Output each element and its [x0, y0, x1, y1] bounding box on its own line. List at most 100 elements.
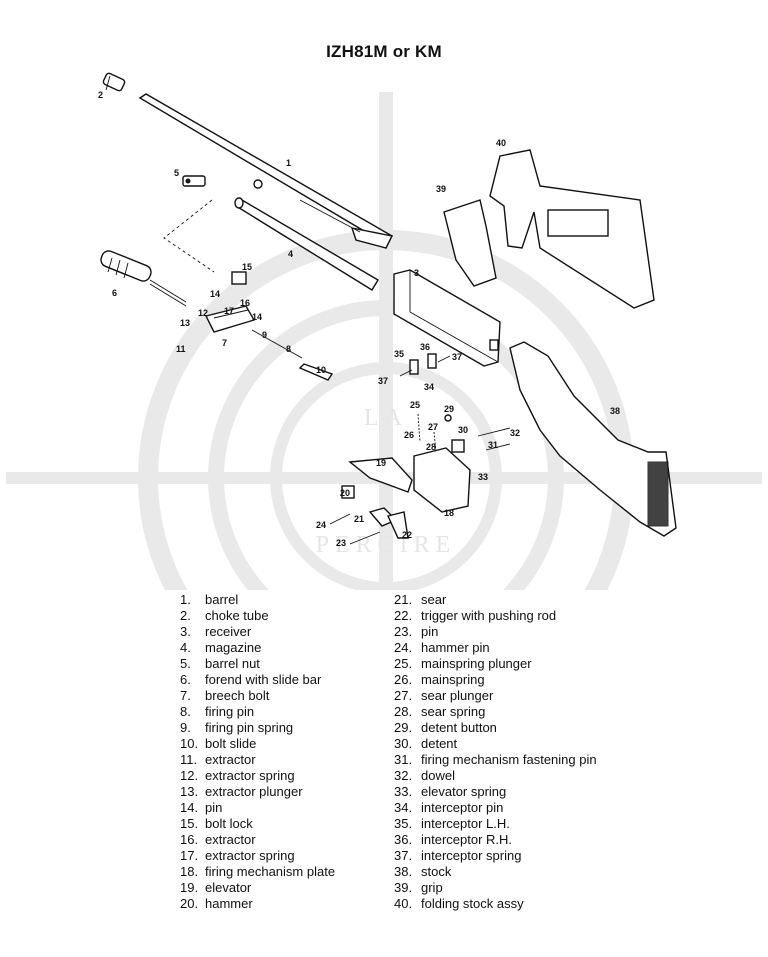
legend-item-text: pin	[205, 800, 223, 815]
callout-label: 16	[240, 298, 250, 308]
part-barrel-nut	[182, 175, 206, 187]
legend-item-number: 7.	[180, 688, 191, 703]
legend-item: 17.extractor spring	[180, 848, 335, 864]
callout-label: 13	[180, 318, 190, 328]
callout-label: 25	[410, 400, 420, 410]
legend-item: 30. detent	[394, 736, 597, 752]
legend-item: 33.elevator spring	[394, 784, 597, 800]
callout-label: 14	[252, 312, 262, 322]
legend-item: 2.choke tube	[180, 608, 335, 624]
legend-item-number: 26.	[394, 672, 413, 687]
legend-item-text: extractor	[205, 752, 256, 767]
callout-label: 38	[610, 406, 620, 416]
callout-label: 28	[426, 442, 436, 452]
callout-label: 17	[224, 306, 234, 316]
legend-item: 19.elevator	[180, 880, 335, 896]
legend-item-text: interceptor L.H.	[421, 816, 510, 831]
legend-item-text: bolt slide	[205, 736, 257, 751]
legend-item-number: 31.	[394, 752, 413, 767]
callout-label: 27	[428, 422, 438, 432]
legend-item: 36.interceptor R.H.	[394, 832, 597, 848]
callout-label: 18	[444, 508, 454, 518]
callout-label: 12	[198, 308, 208, 318]
part-forend	[100, 250, 187, 307]
callout-labels: 1 2 3 4 5 6 7 8 9 10 11 12 13 14 14 15 1…	[98, 90, 620, 548]
callout-label: 23	[336, 538, 346, 548]
legend-item-number: 35.	[394, 816, 413, 831]
part-folding-stock	[489, 149, 655, 309]
legend-item-text: grip	[421, 880, 443, 895]
legend-item: 14. pin	[180, 800, 335, 816]
legend-item-number: 40.	[394, 896, 413, 911]
legend-item-number: 18.	[180, 864, 199, 879]
legend-item: 31. firing mechanism fastening pin	[394, 752, 597, 768]
watermark-top-text: LA	[364, 405, 408, 431]
legend-item-number: 22.	[394, 608, 413, 623]
part-barrel	[138, 93, 394, 249]
legend-item-text: sear	[421, 592, 447, 607]
legend-item: 24.hammer pin	[394, 640, 597, 656]
legend-item-text: firing mechanism plate	[205, 864, 336, 879]
legend-item-text: firing mechanism fastening pin	[421, 752, 597, 767]
legend-item: 3.receiver	[180, 624, 335, 640]
legend-item-text: choke tube	[205, 608, 269, 623]
legend-item-text: stock	[421, 864, 452, 879]
legend-item: 13.extractor plunger	[180, 784, 335, 800]
legend-item-text: detent	[421, 736, 458, 751]
part-interceptors	[399, 353, 451, 377]
callout-label: 6	[112, 288, 117, 298]
callout-label: 8	[286, 344, 291, 354]
legend-item-text: pin	[421, 624, 439, 639]
callout-label: 37	[452, 352, 462, 362]
legend-item-number: 19.	[180, 880, 199, 895]
callout-label: 21	[354, 514, 364, 524]
legend-item: 29.detent button	[394, 720, 597, 736]
legend-item-text: folding stock assy	[421, 896, 524, 911]
legend-item: 28.sear spring	[394, 704, 597, 720]
callout-label: 7	[222, 338, 227, 348]
legend-item: 15.bolt lock	[180, 816, 335, 832]
legend-item-text: barrel nut	[205, 656, 260, 671]
exploded-parts-diagram: LA PERCIRE	[6, 72, 762, 590]
callout-label: 1	[286, 158, 291, 168]
legend-item: 10. bolt slide	[180, 736, 335, 752]
callout-label: 33	[478, 472, 488, 482]
legend-item: 35. interceptor L.H.	[394, 816, 597, 832]
legend-item-number: 10.	[180, 736, 199, 751]
legend-item-text: dowel	[421, 768, 455, 783]
legend-item: 20.hammer	[180, 896, 335, 912]
callout-label: 14	[210, 289, 220, 299]
part-breech-bolt	[204, 305, 256, 333]
legend-item: 5. barrel nut	[180, 656, 335, 672]
legend-item: 32.dowel	[394, 768, 597, 784]
legend-item-text: sear spring	[421, 704, 486, 719]
callout-label: 10	[316, 365, 326, 375]
legend-item-number: 1.	[180, 592, 191, 607]
legend-item-number: 5.	[180, 656, 191, 671]
callout-label: 36	[420, 342, 430, 352]
legend-item-number: 39.	[394, 880, 413, 895]
legend-item: 6.forend with slide bar	[180, 672, 335, 688]
legend-item: 40. folding stock assy	[394, 896, 597, 912]
callout-label: 20	[340, 488, 350, 498]
part-stock	[509, 341, 677, 537]
legend-item-number: 37.	[394, 848, 413, 863]
callout-label: 29	[444, 404, 454, 414]
legend-item: 8.firing pin	[180, 704, 335, 720]
legend-item-text: interceptor R.H.	[421, 832, 513, 847]
part-magazine	[234, 197, 379, 291]
legend-item: 4.magazine	[180, 640, 335, 656]
callout-label: 32	[510, 428, 520, 438]
legend-item-text: extractor plunger	[205, 784, 303, 799]
legend-item: 9.firing pin spring	[180, 720, 335, 736]
legend-item-text: interceptor spring	[421, 848, 522, 863]
legend-item-number: 14.	[180, 800, 199, 815]
legend-item-text: barrel	[205, 592, 239, 607]
legend-item-number: 30.	[394, 736, 413, 751]
legend-item-text: detent button	[421, 720, 497, 735]
part-springs-pins	[417, 413, 511, 453]
part-choke-tube	[102, 72, 126, 92]
legend-item: 27.sear plunger	[394, 688, 597, 704]
legend-item-text: hammer	[205, 896, 253, 911]
